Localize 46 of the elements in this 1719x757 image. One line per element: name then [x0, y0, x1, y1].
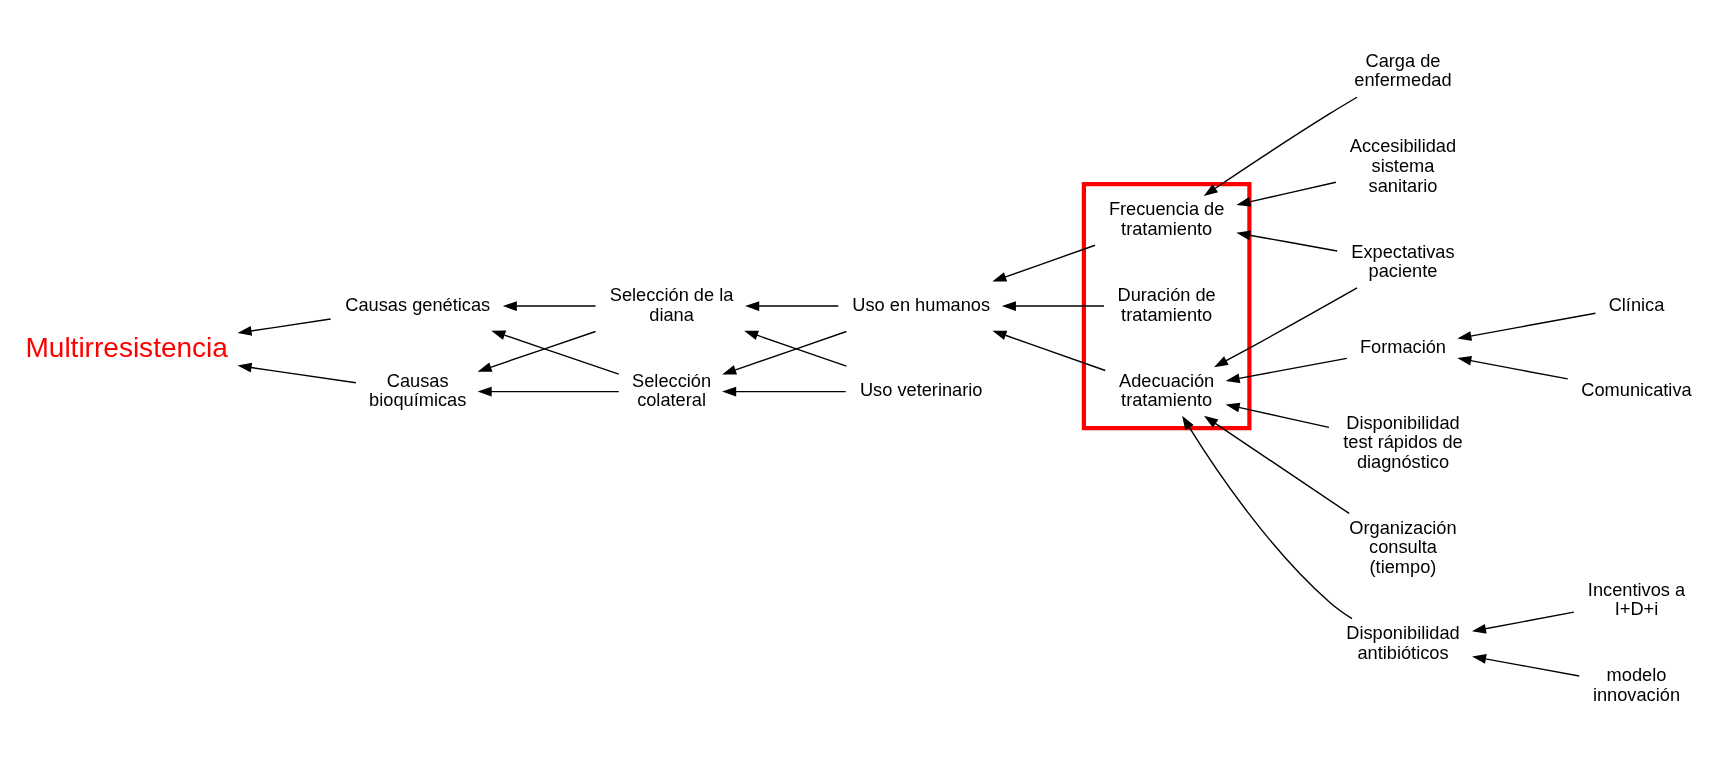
node-text: Carga de enfermedad [1354, 49, 1452, 90]
node-text: Frecuencia de tratamiento [1108, 197, 1225, 239]
arrow [1203, 96, 1358, 196]
node-text: Expectativas paciente [1351, 240, 1455, 281]
node-text: modelo innovación [1592, 663, 1681, 705]
node-text: Causas genéticas [345, 293, 491, 315]
arrow [1471, 610, 1575, 634]
arrow [992, 330, 1106, 371]
node-text: Selección de la diana [609, 283, 734, 325]
arrow [1225, 402, 1330, 428]
arrow [722, 330, 848, 375]
arrow [477, 386, 620, 397]
arrow [1457, 312, 1597, 341]
arrow [502, 300, 597, 311]
node-text: Comunicativa [1581, 378, 1692, 400]
node-text: Formación [1359, 335, 1446, 357]
arrow [1182, 415, 1353, 619]
node-text: Uso veterinario [859, 378, 983, 400]
arrow [1001, 300, 1105, 311]
node-text: Incentivos a I+D+i [1587, 578, 1686, 619]
arrow [992, 244, 1096, 281]
node-text: Adecuación tratamiento [1119, 369, 1215, 410]
node-text: Causas bioquímicas [369, 369, 467, 410]
node-text: Multirresistencia [25, 331, 228, 363]
arrow [1236, 181, 1337, 207]
arrow [237, 317, 332, 336]
arrow [237, 362, 357, 383]
node-text: Organización consulta (tiempo) [1349, 516, 1457, 577]
arrow [1214, 286, 1358, 367]
node-text: Accesibilidad sistema sanitario [1349, 134, 1457, 196]
arrow [722, 386, 847, 397]
arrow [1236, 229, 1338, 252]
node-text: Disponibilidad antibióticos [1346, 621, 1460, 663]
node-text: Uso en humanos [852, 293, 991, 315]
node-text: Disponibilidad test rápidos de diagnóstico [1343, 411, 1463, 472]
arrow [1457, 355, 1569, 380]
arrow [744, 330, 848, 367]
node-text: Clínica [1608, 293, 1665, 315]
arrow [1225, 357, 1348, 383]
node-text: Selección colateral [632, 369, 712, 410]
arrow [491, 330, 620, 375]
arrow [1204, 415, 1350, 514]
arrow [745, 300, 839, 311]
arrow [1472, 653, 1580, 677]
node-text: Duración de tratamiento [1117, 283, 1216, 325]
arrow [477, 330, 597, 372]
